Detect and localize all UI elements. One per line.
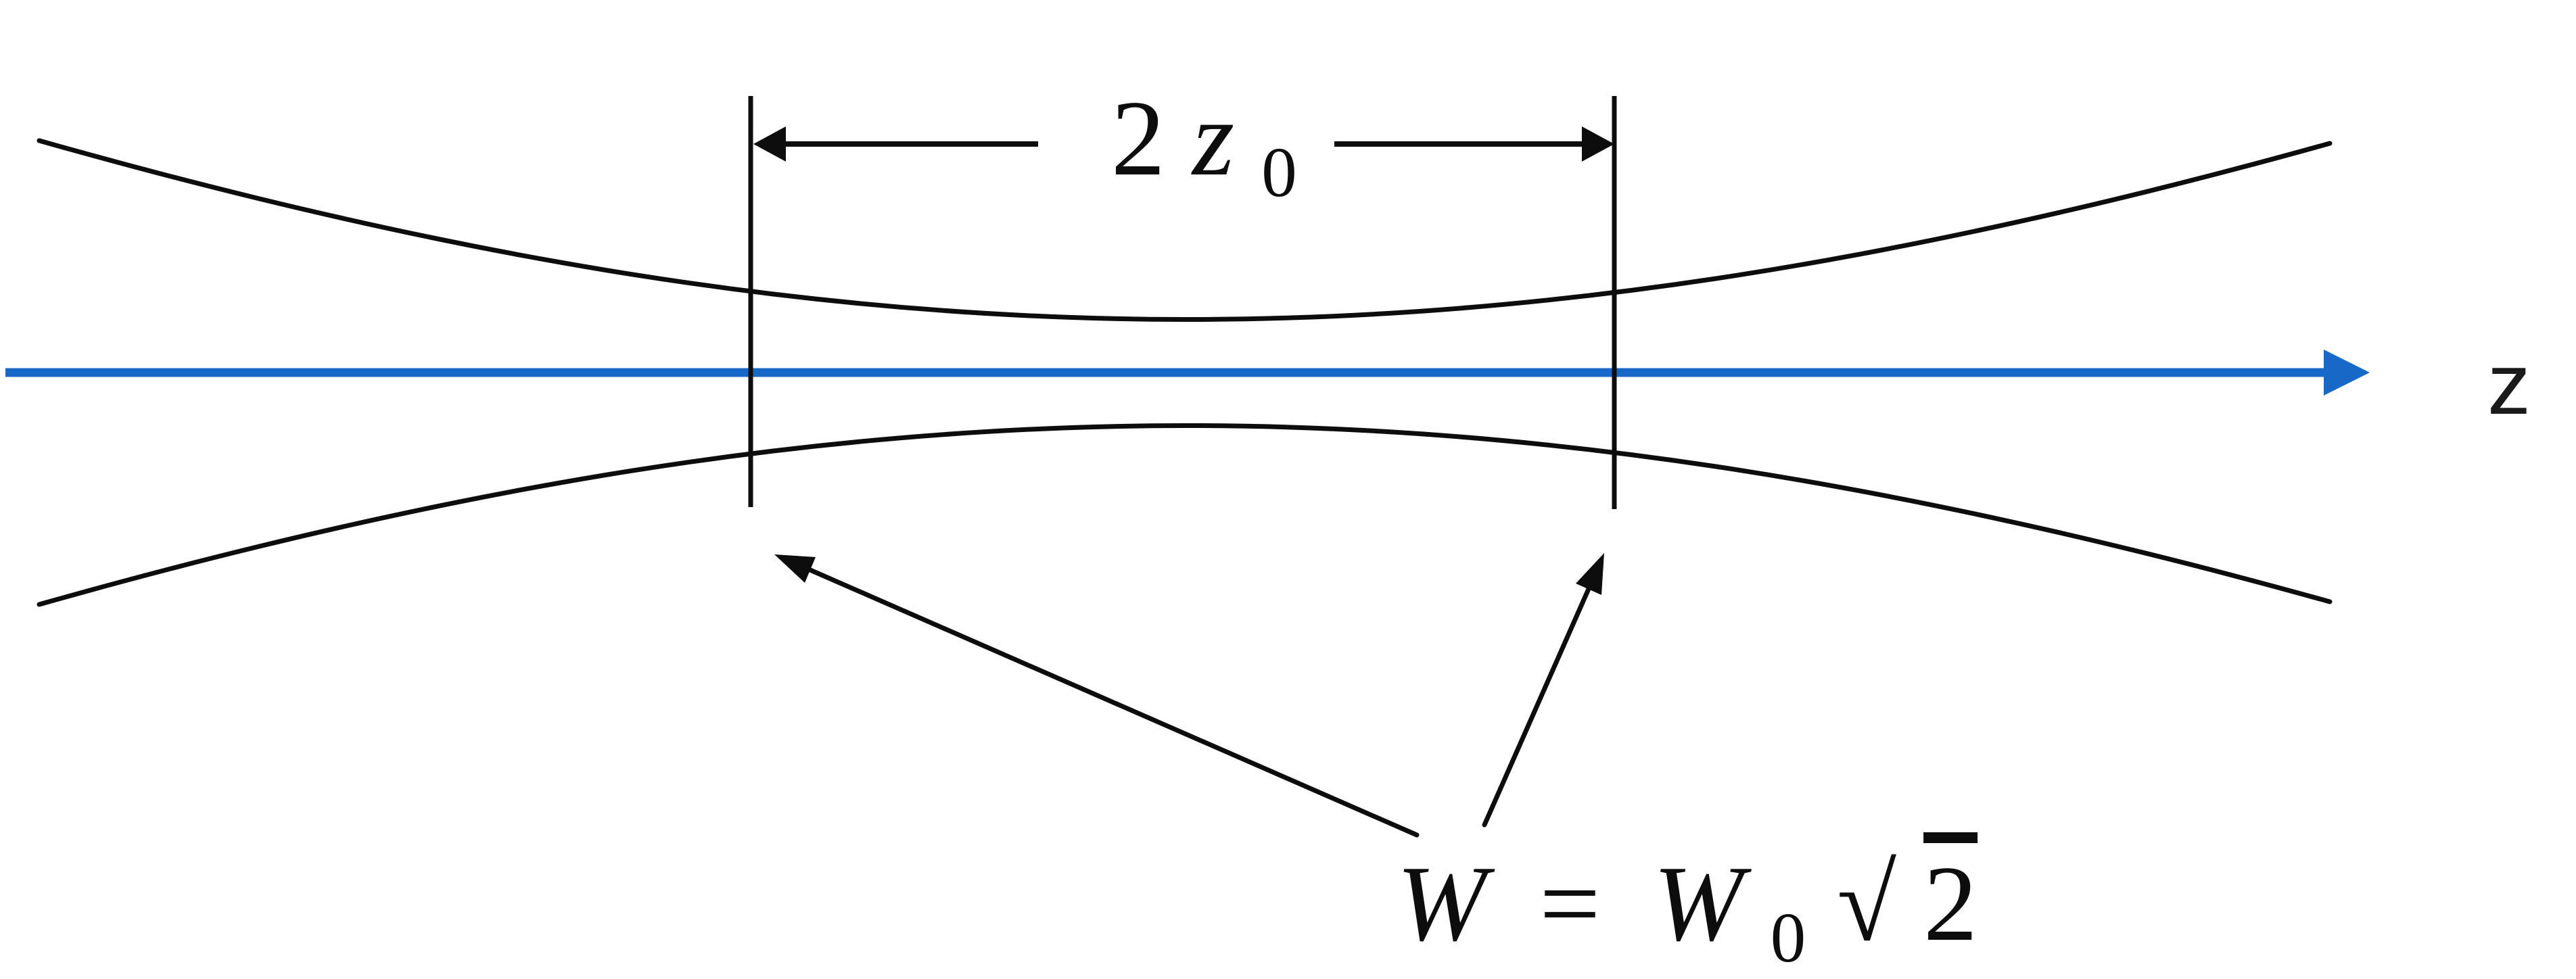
beam-width-label: W = W 0 √ 2 bbox=[1397, 843, 1977, 979]
beam-width-lhs: W bbox=[1397, 843, 1495, 963]
waist-width-pointer-left bbox=[774, 554, 1420, 838]
pointer-left-shaft bbox=[807, 567, 1420, 838]
axis-label: z bbox=[2487, 336, 2531, 433]
rayleigh-dimension-left-arrow bbox=[753, 126, 1038, 162]
beam-width-rhs-subscript: 0 bbox=[1771, 898, 1806, 977]
rayleigh-coefficient: 2 bbox=[1111, 78, 1165, 198]
pointer-right-shaft bbox=[1482, 586, 1591, 828]
pointer-right-arrowhead-icon bbox=[1576, 553, 1604, 595]
rayleigh-dimension-right-arrow bbox=[1334, 126, 1614, 162]
rayleigh-variable: z bbox=[1191, 78, 1234, 198]
radicand: 2 bbox=[1923, 843, 1977, 963]
rayleigh-range-label: 2 z 0 bbox=[1111, 78, 1297, 212]
radical-sign: √ bbox=[1837, 843, 1896, 963]
beam-width-equals: = bbox=[1539, 843, 1600, 963]
beam-width-rhs-base: W bbox=[1654, 843, 1752, 963]
rayleigh-subscript: 0 bbox=[1261, 133, 1297, 212]
optical-axis-arrowhead-icon bbox=[2324, 350, 2370, 396]
dimension-right-arrowhead-icon bbox=[1582, 126, 1614, 162]
lower-envelope-curve bbox=[37, 423, 2333, 607]
pointer-left-arrowhead-icon bbox=[774, 554, 816, 583]
dimension-left-arrowhead-icon bbox=[753, 126, 786, 162]
waist-width-pointer-right bbox=[1482, 553, 1604, 828]
optical-axis bbox=[5, 350, 2370, 396]
upper-envelope-curve bbox=[37, 138, 2333, 322]
